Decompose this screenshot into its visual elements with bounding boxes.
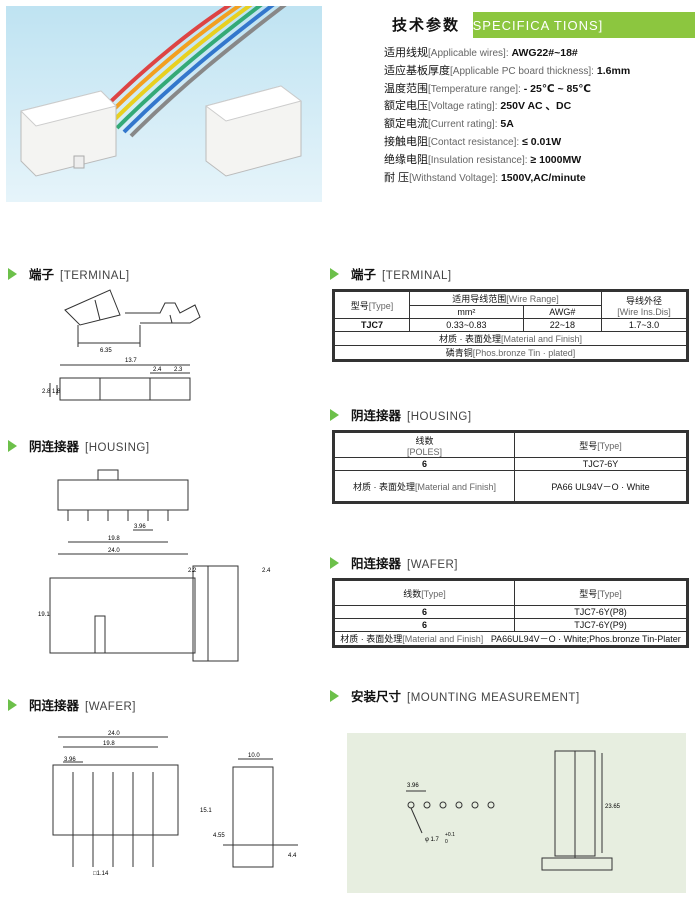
svg-text:0: 0 <box>445 839 448 845</box>
heading-terminal: 端子[TERMINAL] <box>8 264 130 283</box>
svg-text:24.0: 24.0 <box>108 548 120 554</box>
heading-terminal-right: 端子[TERMINAL] <box>330 264 452 283</box>
svg-text:2.8: 2.8 <box>42 389 51 395</box>
mounting-panel: 3.96 φ 1.7 +0.1 0 23.65 <box>347 733 686 893</box>
heading-housing: 阴连接器[HOUSING] <box>8 436 150 455</box>
heading-wafer-right: 阳连接器[WAFER] <box>330 553 458 572</box>
spec-title: 技术参数[SPECIFICA TIONS] <box>392 17 604 34</box>
wafer-drawing: 24.0 19.8 3.96 10.0 15.1 4.55 4.4 □1.14 <box>52 731 298 877</box>
spec-row: 适用线规[Applicable wires]: AWG22#~18# <box>384 47 578 59</box>
svg-text:19.8: 19.8 <box>108 536 120 542</box>
svg-text:+0.1: +0.1 <box>445 832 455 838</box>
svg-text:□1.14: □1.14 <box>93 871 109 877</box>
svg-text:23.65: 23.65 <box>605 804 621 810</box>
arrow-icon <box>330 409 339 421</box>
svg-text:2.3: 2.3 <box>174 367 183 373</box>
spec-row: 耐 压[Withstand Voltage]: 1500V,AC/minute <box>384 171 586 184</box>
svg-text:6.35: 6.35 <box>100 348 112 354</box>
svg-text:19.8: 19.8 <box>103 741 115 747</box>
spec-list: 适用线规[Applicable wires]: AWG22#~18# 适应基板厚… <box>384 45 630 187</box>
product-photo <box>6 6 322 202</box>
terminal-table: 型号[Type] 适用导线范围[Wire Range] 导线外径[Wire In… <box>332 289 689 362</box>
svg-text:19.1: 19.1 <box>38 612 50 618</box>
arrow-icon <box>330 690 339 702</box>
svg-text:4.55: 4.55 <box>213 833 225 839</box>
arrow-icon <box>8 699 17 711</box>
housing-drawing: 3.96 19.8 24.0 19.1 2.2 2.4 <box>38 469 271 662</box>
arrow-icon <box>8 440 17 452</box>
svg-text:4.4: 4.4 <box>288 853 297 859</box>
svg-text:φ 1.7: φ 1.7 <box>425 837 440 843</box>
heading-housing-right: 阴连接器[HOUSING] <box>330 405 472 424</box>
svg-text:3.96: 3.96 <box>134 524 146 530</box>
spec-row: 适应基板厚度[Applicable PC board thickness]: 1… <box>384 64 631 77</box>
heading-mount: 安装尺寸[MOUNTING MEASUREMENT] <box>330 686 580 705</box>
svg-text:3.96: 3.96 <box>407 783 419 789</box>
spec-title-bar <box>383 12 695 38</box>
svg-text:3.96: 3.96 <box>64 757 76 763</box>
svg-text:24.0: 24.0 <box>108 731 120 737</box>
svg-text:2.4: 2.4 <box>153 367 162 373</box>
svg-text:10.0: 10.0 <box>248 753 260 759</box>
svg-text:1.8: 1.8 <box>52 389 61 395</box>
spec-row: 绝缘电阻[Insulation resistance]: ≥ 1000MW <box>384 153 582 166</box>
arrow-icon <box>8 268 17 280</box>
svg-text:2.2: 2.2 <box>188 568 197 574</box>
terminal-drawing: 6.35 13.7 2.4 2.3 2.8 1.8 <box>42 289 201 401</box>
svg-text:13.7: 13.7 <box>125 358 137 364</box>
arrow-icon <box>330 268 339 280</box>
spec-row: 温度范围[Temperature range]: - 25℃ ~ 85℃ <box>384 82 591 95</box>
spec-row: 接触电阻[Contact resistance]: ≤ 0.01W <box>384 135 562 148</box>
spec-row: 额定电流[Current rating]: 5A <box>384 118 514 131</box>
svg-text:2.4: 2.4 <box>262 568 271 574</box>
spec-row: 额定电压[Voltage rating]: 250V AC 、DC <box>384 100 572 113</box>
svg-text:15.1: 15.1 <box>200 808 212 814</box>
heading-wafer: 阳连接器[WAFER] <box>8 695 136 714</box>
arrow-icon <box>330 557 339 569</box>
